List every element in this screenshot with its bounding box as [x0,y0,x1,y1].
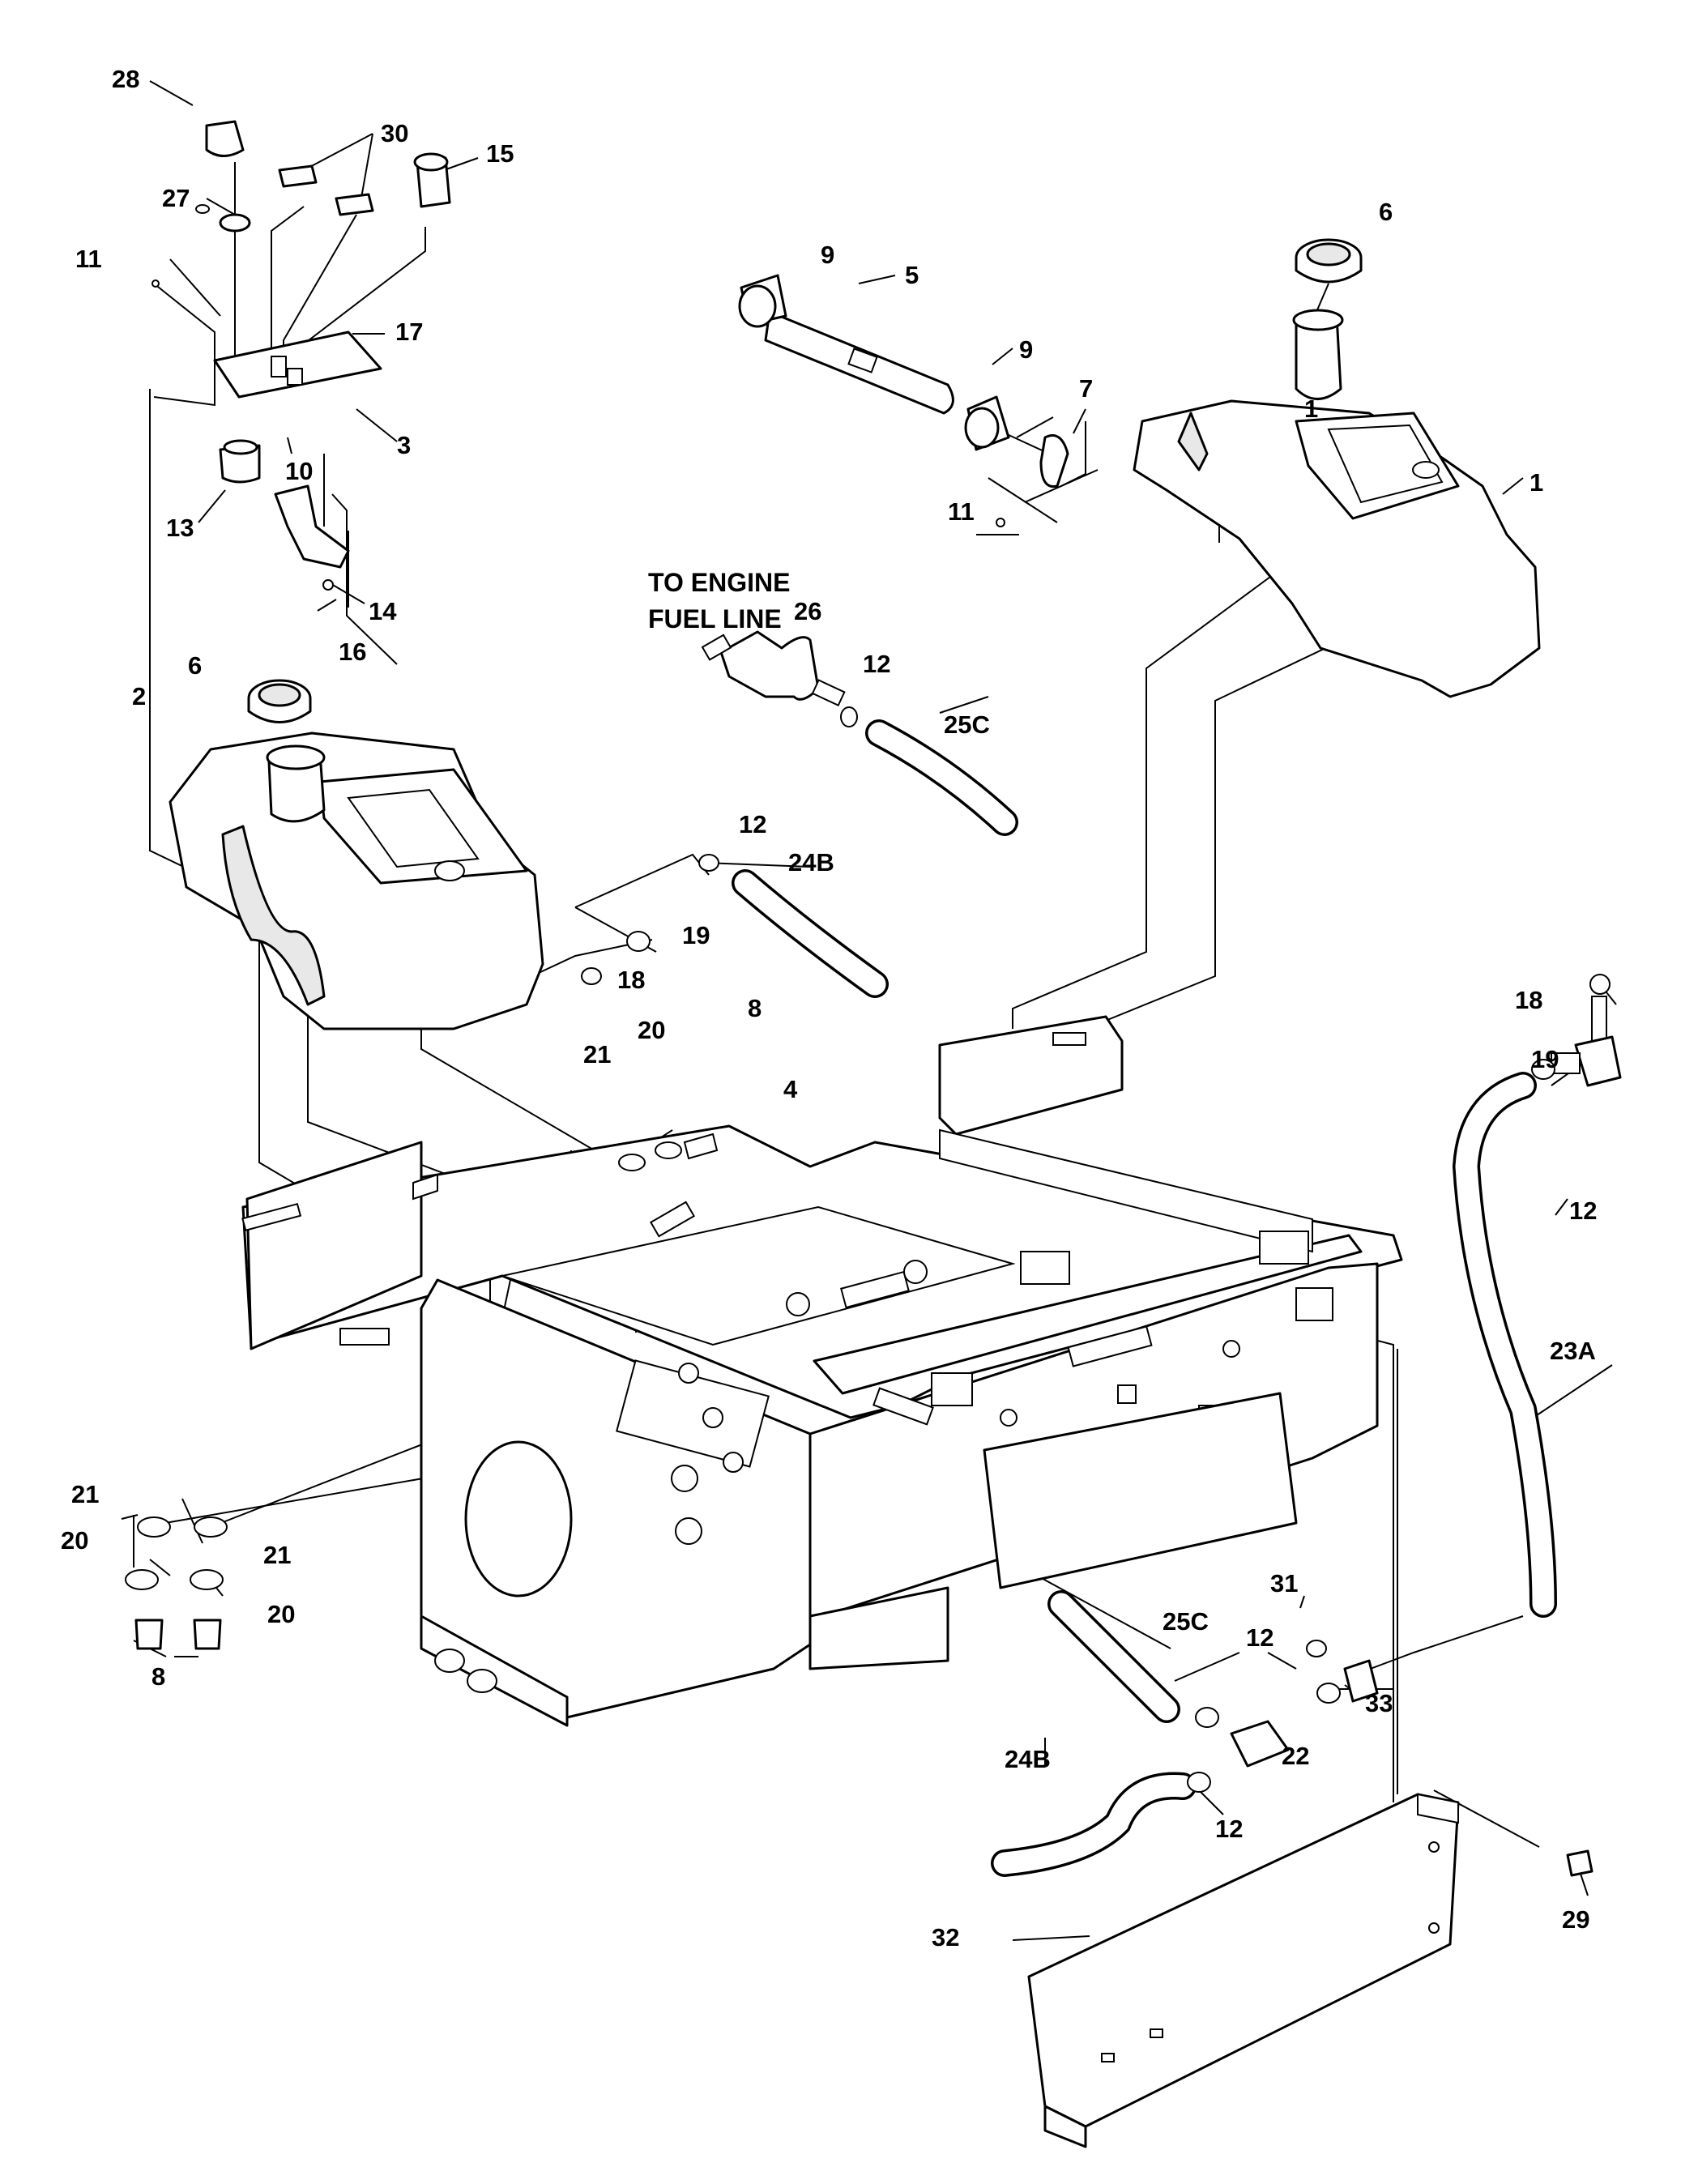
callout-23A: 23A [1550,1337,1596,1365]
callout-8-a: 8 [748,994,762,1022]
callout-12-c: 12 [1569,1197,1597,1225]
callout-9-a: 9 [821,241,834,269]
fuel-fitting [1187,1640,1379,1793]
part-artwork [125,120,1622,2148]
callout-11-b: 11 [948,497,975,526]
callout-24B-a: 24B [788,848,834,877]
fuel-cap-right [1295,238,1363,284]
callout-10: 10 [285,457,313,485]
callout-16: 16 [339,638,366,666]
callout-6-right: 6 [1379,198,1393,226]
callout-15: 15 [486,139,514,168]
fuel-cap-left [247,679,312,723]
callout-24B-b: 24B [1005,1745,1051,1773]
callout-28: 28 [112,65,139,93]
callout-27: 27 [162,184,190,212]
main-frame [241,1015,1403,1727]
fuel-tank-left [169,732,544,1030]
callout-26: 26 [794,597,821,625]
callout-19-a: 19 [682,921,710,949]
callout-18-a: 18 [617,966,645,994]
callout-13: 13 [166,514,194,542]
callout-21-a: 21 [583,1040,611,1069]
fuel-tap [1531,974,1622,1087]
callout-2: 2 [132,682,146,710]
callout-12-d: 12 [1246,1623,1274,1652]
callout-25C-a: 25C [944,710,990,739]
callout-1-a: 1 [1304,395,1318,423]
callout-20-a: 20 [638,1016,665,1044]
callout-18-b: 18 [1515,986,1542,1014]
callout-12-a: 12 [863,650,890,678]
callout-33: 33 [1365,1689,1393,1717]
callout-11-a: 11 [75,245,102,273]
callout-21-c: 21 [263,1541,291,1569]
control-panel [151,120,1005,591]
fuel-filter [701,630,846,707]
bracket [1027,1793,1460,2148]
crossover-tube [738,274,1069,488]
callout-3: 3 [397,431,411,459]
callout-9-b: 9 [1019,335,1033,364]
callout-labels: 28 30 15 27 11 17 3 10 13 14 16 6 2 9 5 … [61,65,1597,1952]
callout-4: 4 [783,1075,798,1103]
callout-31: 31 [1270,1569,1298,1597]
callout-32: 32 [932,1923,959,1952]
callout-12-b: 12 [739,810,766,838]
callout-30: 30 [381,119,408,147]
callout-22: 22 [1282,1742,1309,1770]
callout-12-e: 12 [1215,1815,1243,1843]
callout-29: 29 [1562,1905,1589,1934]
callout-14: 14 [369,597,397,625]
callout-8-b: 8 [151,1662,165,1691]
callout-1-b: 1 [1529,468,1543,497]
note-line-2: FUEL LINE [648,604,782,633]
callout-21-b: 21 [71,1480,99,1508]
callout-25C-b: 25C [1163,1607,1209,1636]
callout-7: 7 [1079,374,1093,403]
callout-19-b: 19 [1531,1045,1559,1073]
callout-20-b: 20 [61,1526,88,1555]
note-line-1: TO ENGINE [648,568,790,597]
callout-5: 5 [905,261,919,289]
fuel-tank-right [1133,309,1541,698]
callout-6-left: 6 [188,651,202,680]
callout-17: 17 [395,318,423,346]
callout-20-c: 20 [267,1600,295,1628]
